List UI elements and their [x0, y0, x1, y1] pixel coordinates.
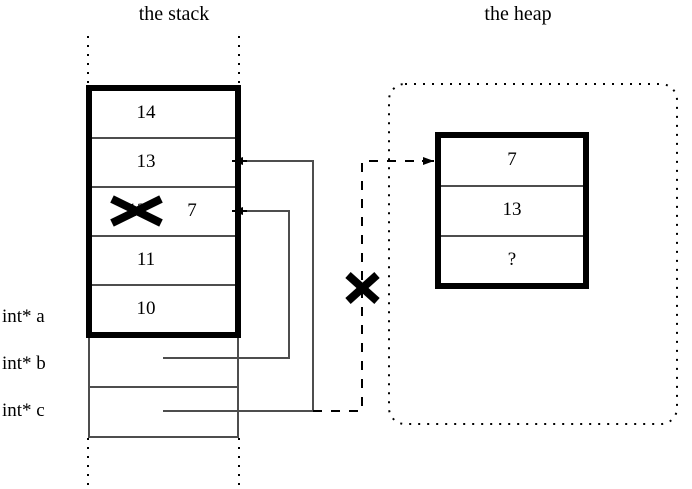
stack-cell-13-value: 13: [136, 151, 156, 172]
heap-cell-2-value: ?: [507, 249, 517, 270]
stack-var-label-c: int* c: [2, 400, 45, 421]
stack-cell-14-value: 14: [136, 102, 156, 123]
heap-title: the heap: [484, 3, 552, 25]
heap-region-boundary: [388, 83, 678, 425]
heap-cell-0-value: 7: [507, 149, 517, 170]
stack-var-label-a: int* a: [2, 306, 45, 327]
stack-cell-12-new-value: 7: [187, 200, 197, 221]
heap-block-frame: [435, 132, 589, 289]
stack-cell-10-value: 10: [136, 298, 156, 319]
invalid-pointer-cross: [345, 272, 380, 304]
heap-cell-1-value: 13: [502, 199, 522, 220]
stack-var-label-b: int* b: [2, 353, 46, 374]
stack-title: the stack: [138, 3, 210, 25]
pointer-c-stack-connector: [163, 157, 314, 412]
stack-cell-12-value: 12: [127, 200, 147, 221]
pointer-b-connector: [163, 207, 290, 359]
strikeout-cross-stack-cell: [110, 195, 163, 227]
pointer-c-heap-connector: [313, 157, 434, 412]
stack-cell-11-value: 11: [136, 249, 156, 270]
stack-frame: [86, 85, 241, 338]
